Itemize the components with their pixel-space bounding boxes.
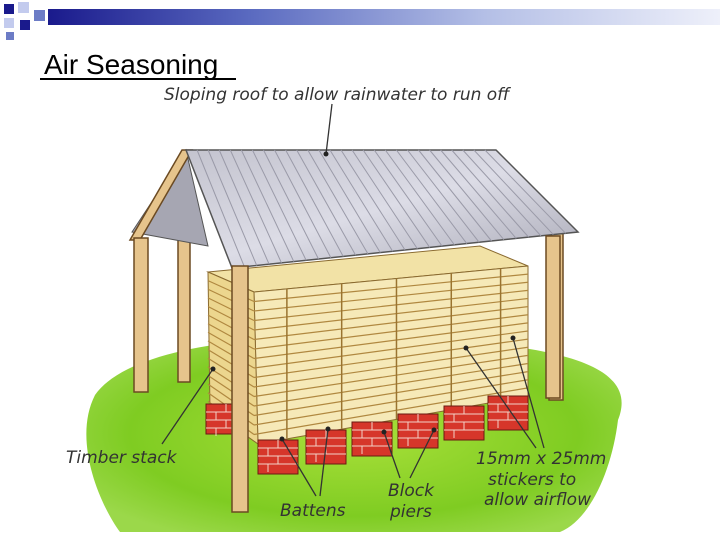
label-battens: Battens (280, 501, 346, 521)
label-stickers-2: stickers to (488, 470, 576, 490)
front-right-post (546, 236, 560, 398)
label-roof: Sloping roof to allow rainwater to run o… (164, 85, 511, 105)
side-left-post (134, 238, 148, 392)
label-stickers-1: 15mm x 25mm (476, 449, 606, 469)
label-stickers-3: allow airflow (484, 490, 591, 510)
front-left-post (232, 266, 248, 512)
label-timber-stack: Timber stack (66, 448, 178, 468)
label-block-piers-2: piers (389, 502, 432, 522)
leader-roof (326, 104, 332, 154)
label-block-piers-1: Block (388, 481, 435, 501)
